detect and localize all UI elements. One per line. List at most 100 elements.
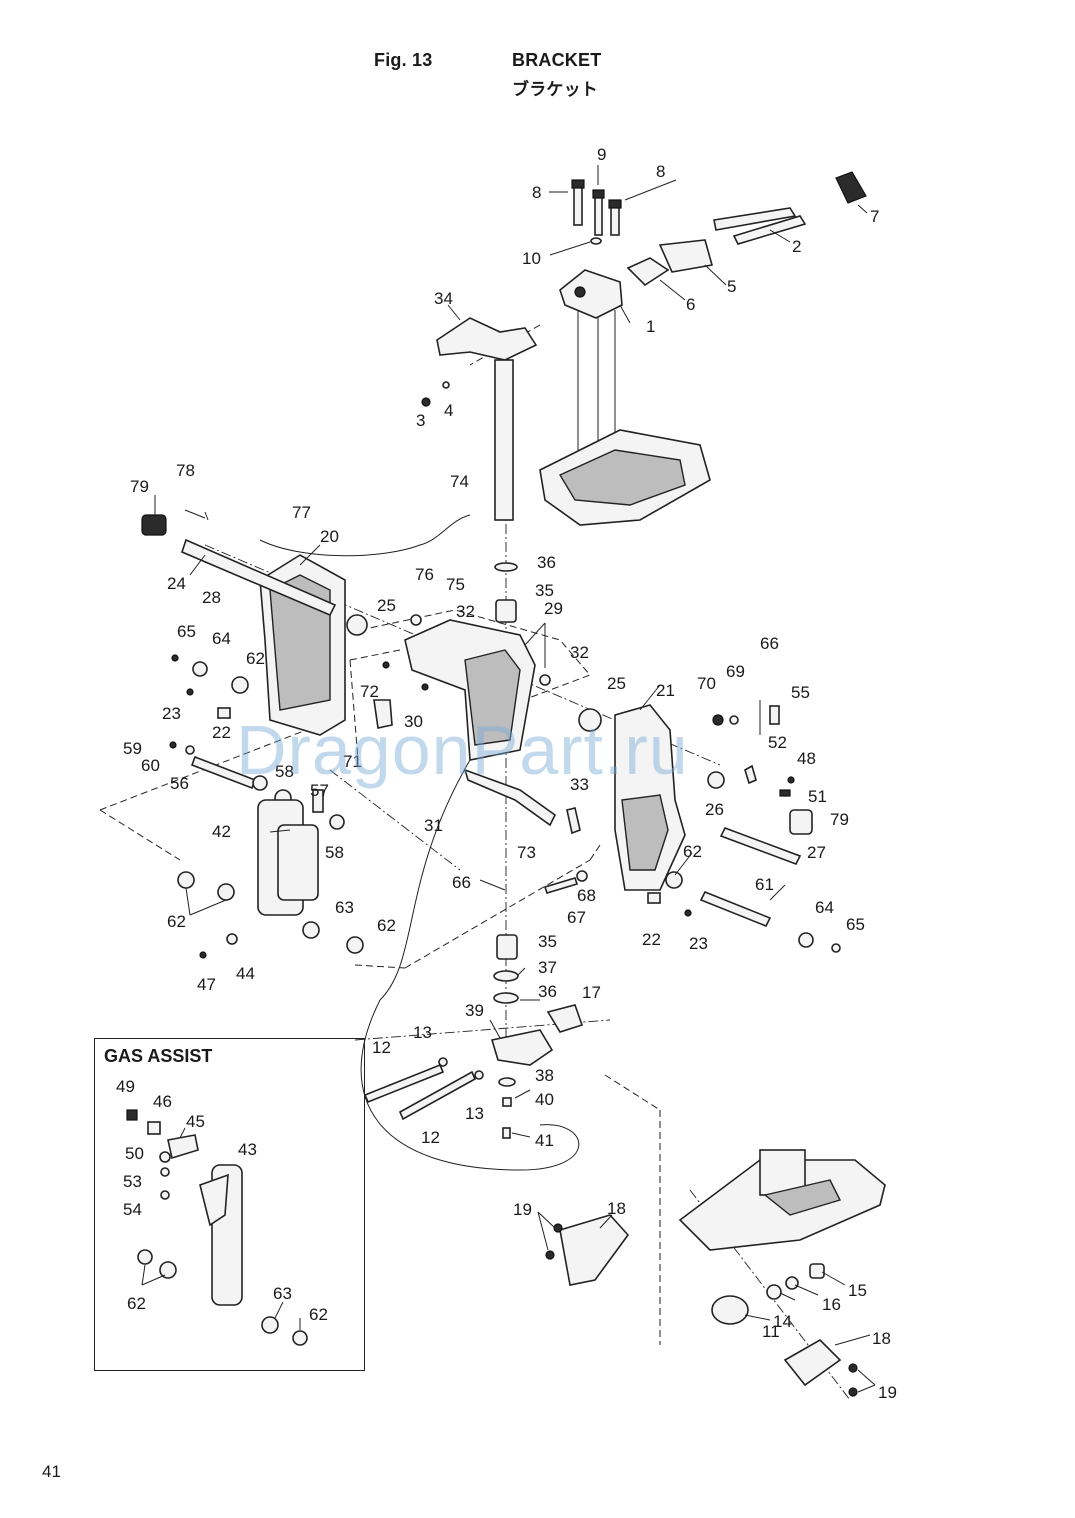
callout-52: 52 [768, 733, 787, 752]
callout-65-left: 65 [177, 622, 196, 641]
page-title-japanese: ブラケット [512, 80, 598, 100]
callout-49: 49 [116, 1077, 135, 1096]
callout-66-lower: 66 [452, 873, 471, 892]
callout-73: 73 [517, 843, 536, 862]
callout-30: 30 [404, 712, 423, 731]
callout-25-left: 25 [377, 596, 396, 615]
gas-assist-strut [126, 1109, 308, 1346]
callout-5: 5 [727, 277, 736, 296]
callout-12-lower: 12 [421, 1128, 440, 1147]
callout-18-lower: 18 [872, 1329, 891, 1348]
callout-27: 27 [807, 843, 826, 862]
callout-61: 61 [755, 875, 774, 894]
callout-15: 15 [848, 1281, 867, 1300]
callout-79-right: 79 [830, 810, 849, 829]
callout-3: 3 [416, 411, 425, 430]
steering-bracket-parts [421, 171, 867, 526]
callout-28: 28 [202, 588, 221, 607]
callout-79-left: 79 [130, 477, 149, 496]
callout-8-right: 8 [656, 162, 665, 181]
callout-34: 34 [434, 289, 453, 308]
callout-20: 20 [320, 527, 339, 546]
callout-54: 54 [123, 1200, 142, 1219]
callout-19-lower: 19 [878, 1383, 897, 1402]
callout-64-right: 64 [815, 898, 834, 917]
callout-7: 7 [870, 207, 879, 226]
callout-14: 14 [773, 1312, 792, 1331]
lower-mount-parts [363, 934, 584, 1139]
callout-9: 9 [597, 145, 606, 164]
callout-47: 47 [197, 975, 216, 994]
callout-10: 10 [522, 249, 541, 268]
callout-45: 45 [186, 1112, 205, 1131]
callout-56: 56 [170, 774, 189, 793]
page-number: 41 [42, 1462, 61, 1481]
callout-68: 68 [577, 886, 596, 905]
callout-39: 39 [465, 1001, 484, 1020]
callout-62-trim-left: 62 [167, 912, 186, 931]
callout-16: 16 [822, 1295, 841, 1314]
callout-70: 70 [697, 674, 716, 693]
callout-41: 41 [535, 1131, 554, 1150]
callout-77: 77 [292, 503, 311, 522]
callout-42: 42 [212, 822, 231, 841]
callout-62-trim-right: 62 [377, 916, 396, 935]
callout-51: 51 [808, 787, 827, 806]
callout-11: 11 [762, 1322, 780, 1341]
callout-35-lower: 35 [538, 932, 557, 951]
callout-26: 26 [705, 800, 724, 819]
callout-36-upper: 36 [537, 553, 556, 572]
callout-22-right: 22 [642, 930, 661, 949]
callout-48: 48 [797, 749, 816, 768]
callout-66-upper: 66 [760, 634, 779, 653]
callout-57: 57 [310, 781, 329, 800]
figure-label: Fig. 13 [374, 50, 433, 70]
callout-60: 60 [141, 756, 160, 775]
callout-44: 44 [236, 964, 255, 983]
callout-22-left: 22 [212, 723, 231, 742]
power-trim-unit [177, 799, 364, 959]
callout-1: 1 [646, 317, 655, 336]
page-title: BRACKET [512, 50, 602, 70]
gas-assist-title: GAS ASSIST [104, 1046, 213, 1066]
callout-13-upper: 13 [413, 1023, 432, 1042]
callout-6: 6 [686, 295, 695, 314]
callout-19-upper: 19 [513, 1200, 532, 1219]
callout-63-trim: 63 [335, 898, 354, 917]
callout-32-left: 32 [456, 602, 475, 621]
callout-33: 33 [570, 775, 589, 794]
callout-74: 74 [450, 472, 469, 491]
callout-23-left: 23 [162, 704, 181, 723]
callout-35-upper: 35 [535, 581, 554, 600]
callout-62-gas-left: 62 [127, 1294, 146, 1313]
callout-62-right-bracket: 62 [683, 842, 702, 861]
callout-numbers: 1 2 3 4 5 6 7 8 8 9 10 11 12 12 13 13 14… [116, 145, 897, 1402]
callout-78: 78 [176, 461, 195, 480]
callout-43: 43 [238, 1140, 257, 1159]
callout-18-upper: 18 [607, 1199, 626, 1218]
callout-76: 76 [415, 565, 434, 584]
callout-32-right: 32 [570, 643, 589, 662]
lower-unit-mounts [545, 1149, 886, 1397]
callout-24: 24 [167, 574, 186, 593]
callout-58-lower: 58 [325, 843, 344, 862]
callout-12-upper: 12 [372, 1038, 391, 1057]
callout-4: 4 [444, 401, 453, 420]
callout-37: 37 [538, 958, 557, 977]
callout-25-right: 25 [607, 674, 626, 693]
watermark: DragonPart.ru [236, 711, 689, 789]
callout-36-lower: 36 [538, 982, 557, 1001]
callout-63-gas: 63 [273, 1284, 292, 1303]
callout-55: 55 [791, 683, 810, 702]
callout-29: 29 [544, 599, 563, 618]
callout-50: 50 [125, 1144, 144, 1163]
callout-23-right: 23 [689, 934, 708, 953]
callout-13-lower: 13 [465, 1104, 484, 1123]
callout-31: 31 [424, 816, 443, 835]
callout-59: 59 [123, 739, 142, 758]
left-clamp-bracket [141, 514, 368, 830]
callout-2: 2 [792, 237, 801, 256]
callout-58-upper: 58 [275, 762, 294, 781]
callout-69: 69 [726, 662, 745, 681]
